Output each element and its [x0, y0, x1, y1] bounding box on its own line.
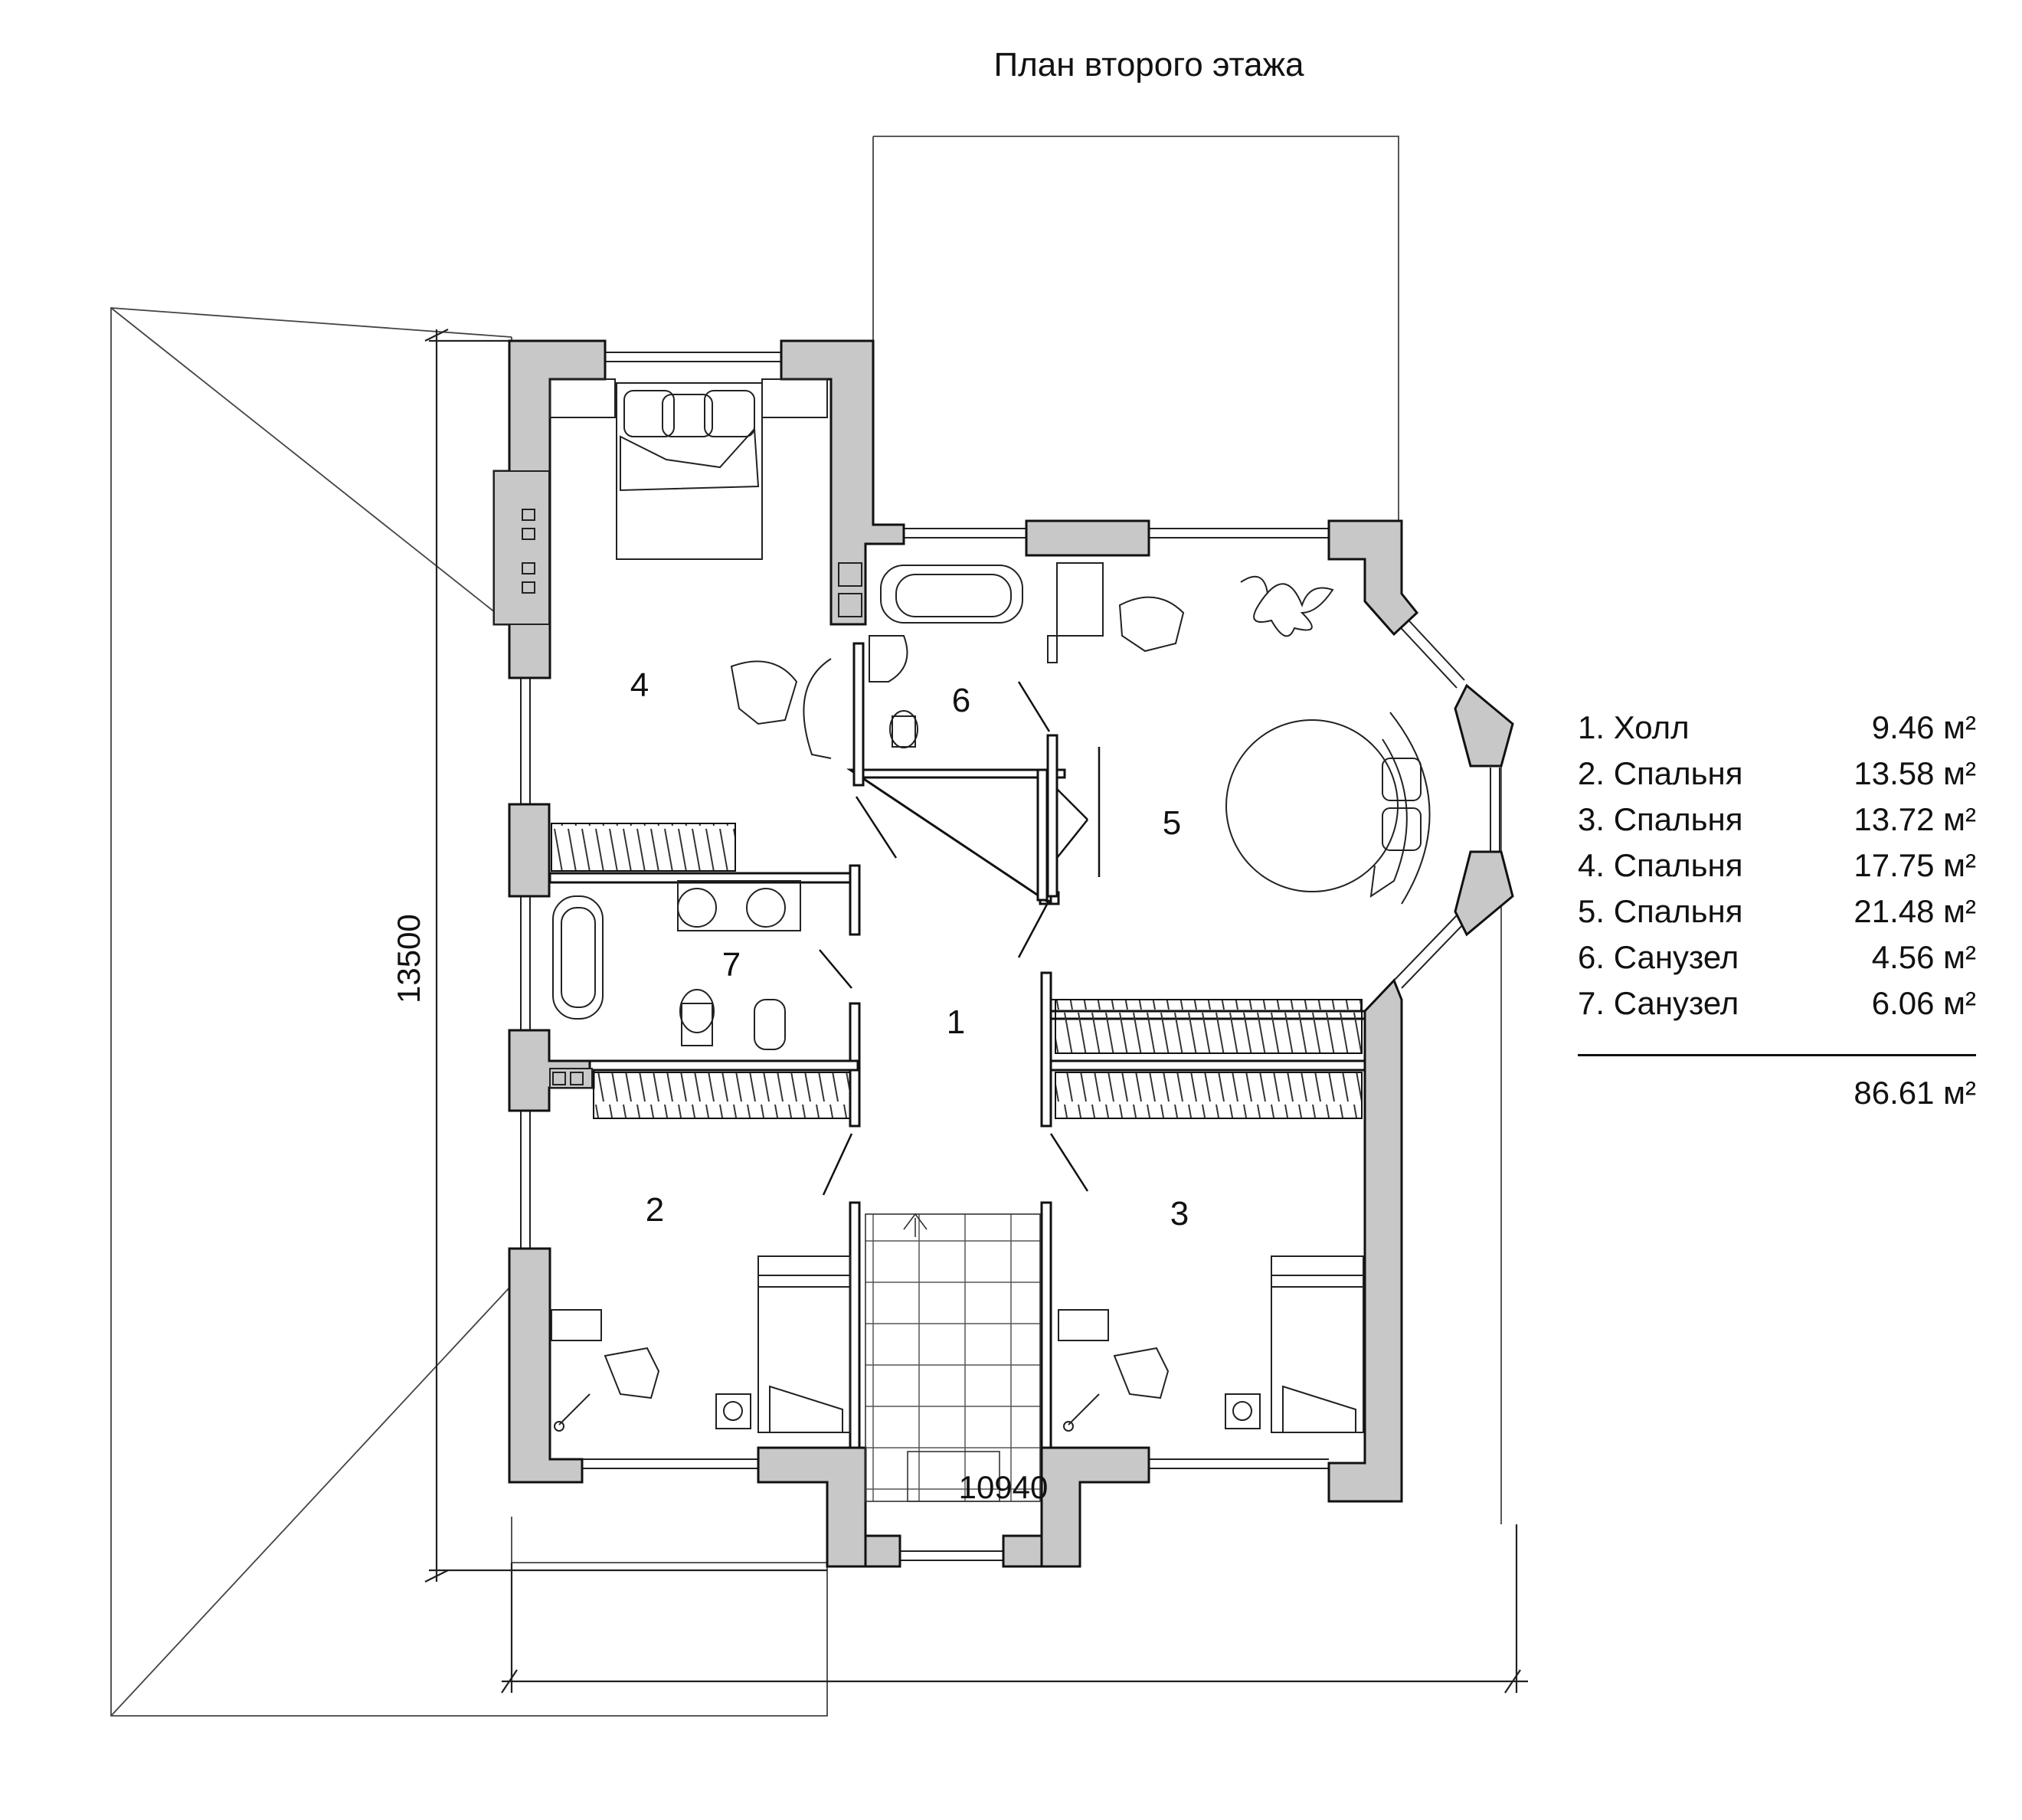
- room-number-1: 1: [946, 1003, 966, 1041]
- plan-title: План второго этажа: [993, 46, 1304, 83]
- room-number-7: 7: [721, 946, 741, 984]
- room-number-2: 2: [645, 1191, 665, 1229]
- room-number-4: 4: [630, 666, 649, 704]
- dimension-height: 13500: [391, 914, 427, 1003]
- dimension-lines: [424, 329, 1528, 1694]
- plant-icon: [1240, 575, 1334, 637]
- room-number-6: 6: [951, 682, 971, 719]
- legend-total: 86.61 м²: [1854, 1075, 1976, 1111]
- room-number-3: 3: [1170, 1195, 1189, 1232]
- staircase: [865, 1213, 1041, 1502]
- windows: [520, 352, 1500, 1561]
- legend-divider: [1578, 1054, 1976, 1056]
- room-number-5: 5: [1162, 804, 1182, 842]
- wardrobes: [551, 823, 1363, 1119]
- furniture: [493, 378, 1431, 1433]
- doors: [819, 681, 1101, 1196]
- dimension-width: 10940: [958, 1469, 1049, 1505]
